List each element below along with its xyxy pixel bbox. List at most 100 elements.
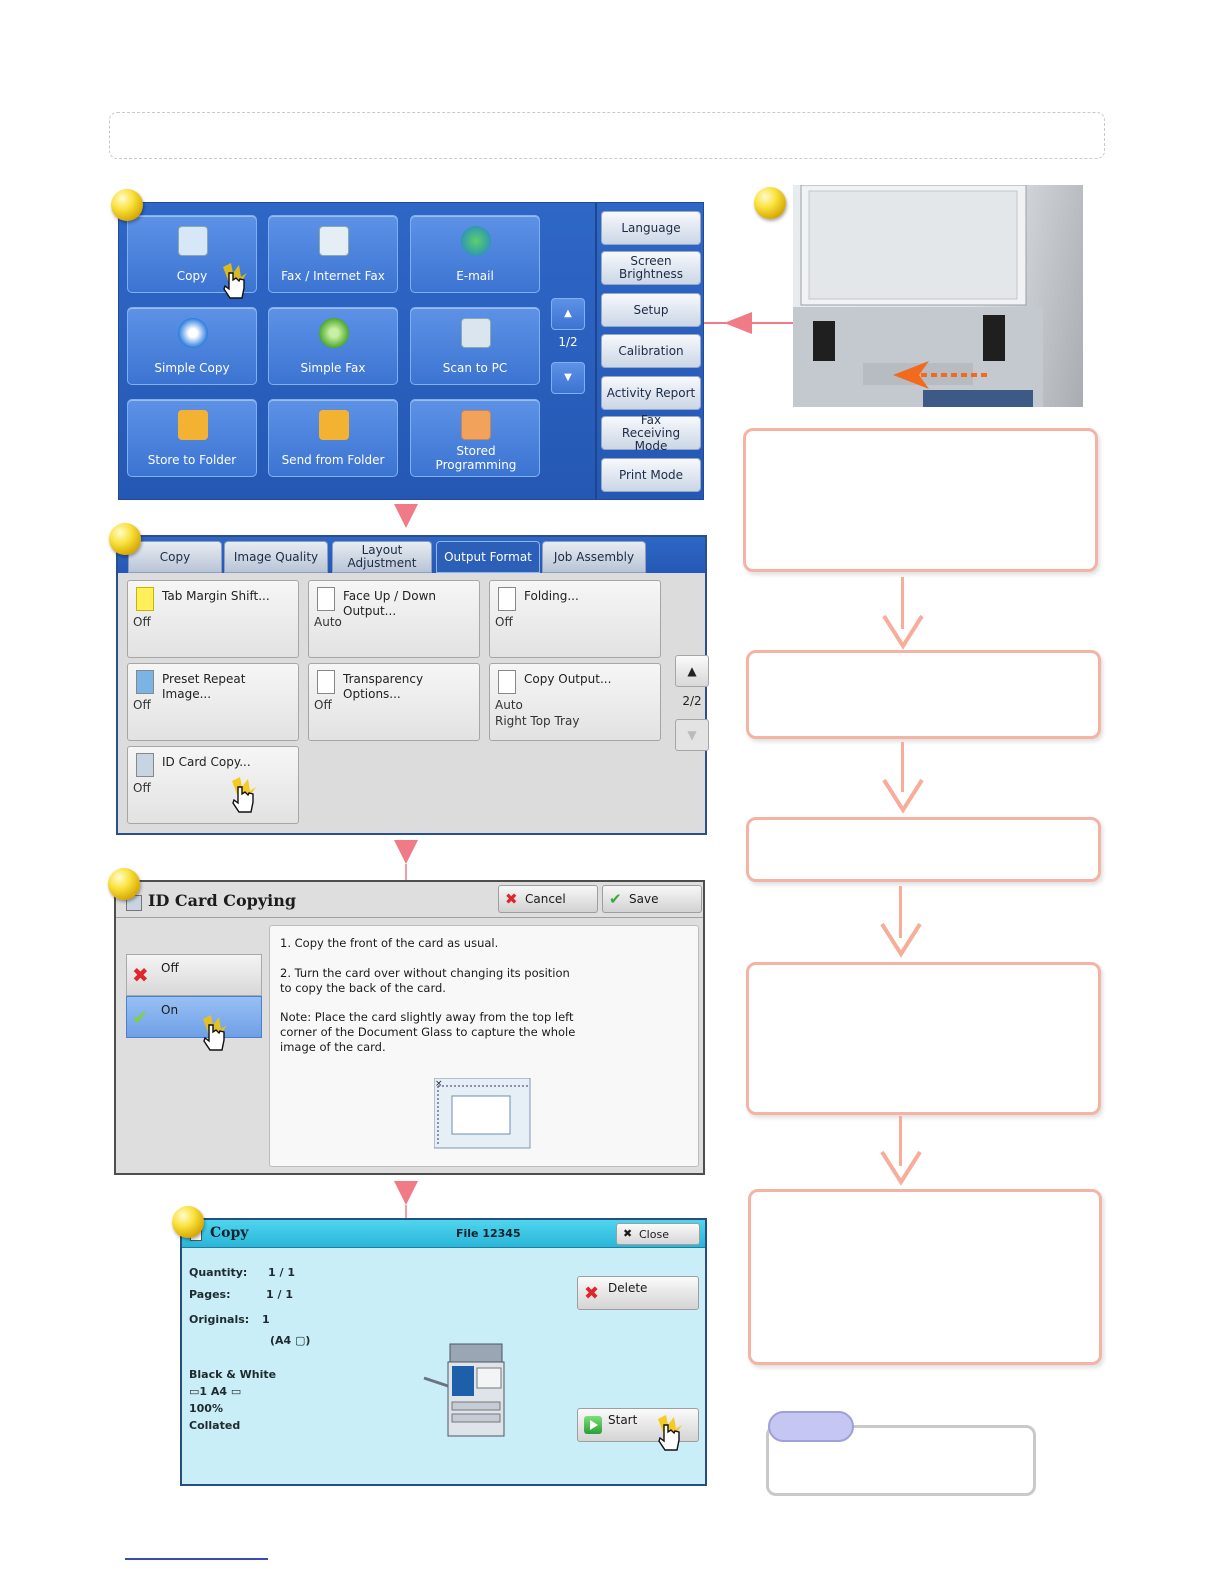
folder-icon [178,410,208,440]
step-box-3 [746,817,1101,882]
scan-to-pc-service-button[interactable]: Scan to PC [410,307,540,385]
step-box-2 [746,650,1101,739]
face-up-down-output-button[interactable]: Face Up / Down Output... Auto [308,580,480,658]
note-tab [768,1411,854,1442]
folding-button[interactable]: Folding... Off [489,580,661,658]
tab-output-format[interactable]: Output Format [436,541,540,573]
fax-receiving-mode-button[interactable]: Fax Receiving Mode [601,413,701,452]
cancel-button[interactable]: ✖ Cancel [498,885,598,913]
step-marker-3 [108,868,140,900]
print-mode-button[interactable]: Print Mode [601,458,701,492]
side-separator [595,203,597,499]
copy-icon [178,226,208,256]
calibration-button[interactable]: Calibration [601,334,701,368]
page-up-button[interactable]: ▲ [551,298,585,330]
output-format-screen: Copy Image Quality Layout Adjustment Out… [116,535,709,835]
send-from-folder-service-button[interactable]: Send from Folder [268,399,398,477]
tab-margin-icon [136,587,154,611]
card-placement-illustration: × [434,1078,531,1149]
tab-margin-shift-button[interactable]: Tab Margin Shift... Off [127,580,299,658]
store-to-folder-service-button[interactable]: Store to Folder [127,399,257,477]
simple-fax-service-button[interactable]: Simple Fax [268,307,398,385]
scan-icon [461,318,491,348]
close-icon: ✖ [623,1227,633,1240]
hand-cursor-icon [223,263,247,299]
page-up-button[interactable]: ▲ [675,655,709,687]
email-service-button[interactable]: E-mail [410,215,540,293]
down-arrow-connector-1 [394,504,418,528]
id-card-copy-button[interactable]: ID Card Copy... Off [127,746,299,824]
footer-link-line [125,1558,268,1560]
step-box-1 [743,428,1098,572]
close-button[interactable]: ✖ Close [616,1223,700,1245]
feature-tabs: Copy Image Quality Layout Adjustment Out… [118,537,705,573]
instruction-note: Note: Place the card slightly away from … [280,1010,576,1054]
step-box-5 [748,1189,1102,1365]
simple-copy-icon [178,318,208,348]
flow-arrow-3 [880,922,922,958]
flow-connector-3 [899,886,902,938]
hand-cursor-icon [232,777,256,813]
flow-arrow-4 [880,1150,922,1186]
left-arrow-connector [702,312,794,334]
color-mode: Black & White [189,1368,277,1381]
finishing: Collated [189,1419,241,1432]
delete-button[interactable]: ✖ Delete [577,1276,699,1310]
option-on[interactable]: ✔ On [126,996,262,1051]
file-name: File 12345 [456,1227,521,1240]
services-home-screen: Copy Fax / Internet Fax E-mail Simple Co… [118,202,704,500]
copy-output-icon [498,670,516,694]
instruction-step-2: 2. Turn the card over without changing i… [280,966,570,995]
quantity-value: 1 / 1 [268,1266,295,1279]
step-marker-2 [109,523,141,555]
pages-value: 1 / 1 [266,1288,293,1301]
document-glass-photo [793,185,1083,407]
send-folder-icon [319,410,349,440]
transparency-options-button[interactable]: Transparency Options... Off [308,663,480,741]
feature-pager: ▲ 2/2 ▼ [675,655,711,755]
screen-brightness-button[interactable]: Screen Brightness [601,251,701,285]
id-card-copying-dialog: ID Card Copying ✖ Cancel ✔ Save ✖ Off ✔ … [114,880,705,1175]
copy-job-title: Copy [210,1225,249,1241]
cancel-x-icon: ✖ [505,890,518,908]
copy-output-button[interactable]: Copy Output... Auto Right Top Tray [489,663,661,741]
option-off[interactable]: ✖ Off [126,954,262,996]
preset-repeat-image-button[interactable]: Preset Repeat Image... Off [127,663,299,741]
zoom-ratio: 100% [189,1402,223,1415]
language-button[interactable]: Language [601,211,701,245]
folding-icon [498,587,516,611]
printer-illustration [423,1343,505,1437]
tab-layout-adjustment[interactable]: Layout Adjustment [332,541,432,573]
simple-fax-icon [319,318,349,348]
fax-internet-fax-service-button[interactable]: Fax / Internet Fax [268,215,398,293]
step-box-4 [746,962,1101,1115]
start-icon [584,1416,602,1434]
tab-image-quality[interactable]: Image Quality [224,541,328,573]
stored-programming-service-button[interactable]: Stored Programming [410,399,540,477]
originals-size: (A4 ▢) [270,1334,311,1347]
instruction-step-1: 1. Copy the front of the card as usual. [280,936,499,950]
activity-report-button[interactable]: Activity Report [601,376,701,410]
page-down-button[interactable]: ▼ [551,362,585,394]
on-check-icon: ✔ [132,1007,148,1029]
transparency-icon [317,670,335,694]
save-check-icon: ✔ [609,890,622,908]
save-button[interactable]: ✔ Save [602,885,702,913]
document-glass-illustration [793,185,1043,407]
simple-copy-service-button[interactable]: Simple Copy [127,307,257,385]
tab-job-assembly[interactable]: Job Assembly [542,541,646,573]
id-card-icon [136,753,154,777]
flow-connector-4 [899,1116,902,1166]
originals-value: 1 [262,1313,270,1326]
tab-copy[interactable]: Copy [128,541,222,573]
down-arrow-connector-2 [394,840,418,880]
page-header-box [109,112,1105,159]
copy-service-button[interactable]: Copy [127,215,257,293]
setup-button[interactable]: Setup [601,293,701,327]
page-down-button[interactable]: ▼ [675,719,709,751]
preset-repeat-icon [136,670,154,694]
copy-job-header: Copy File 12345 ✖ Close [182,1220,705,1248]
svg-text:×: × [435,1079,443,1089]
down-arrow-connector-3 [394,1181,418,1218]
start-button[interactable]: Start [577,1408,699,1451]
